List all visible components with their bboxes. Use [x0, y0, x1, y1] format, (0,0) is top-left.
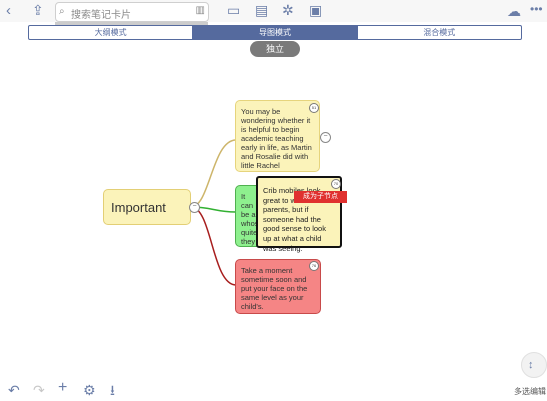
share-icon[interactable]: ⇪ — [32, 2, 44, 18]
open-book-icon[interactable]: ▭ — [227, 2, 241, 18]
settings-icon[interactable]: ⚙ — [83, 382, 96, 398]
redo-icon[interactable]: ↷ — [33, 382, 45, 398]
connector-yellow — [190, 139, 237, 208]
search-placeholder: 搜索笔记卡片 — [71, 10, 131, 21]
connector-red — [190, 206, 237, 286]
node-badge: 51 — [309, 103, 319, 113]
node-collapse-icon[interactable]: − — [320, 132, 331, 143]
layout-icon[interactable]: ▤ — [255, 2, 269, 18]
search-icon: ⌕ — [59, 6, 65, 17]
multi-edit-button[interactable]: 多选编辑 — [514, 387, 546, 396]
child-node-yellow[interactable]: You may be wondering whether it is helpf… — [235, 100, 320, 172]
drop-target-label: 成为子节点 — [294, 191, 347, 203]
cloud-sync-icon[interactable]: ☁ — [507, 3, 521, 19]
segment-hybrid-mode[interactable]: 混合模式 — [356, 26, 521, 39]
slides-icon[interactable]: ▣ — [309, 2, 323, 18]
node-text: It can be a whose quite they — [241, 192, 263, 246]
dragged-card[interactable]: Crib mobiles look great to whole new par… — [256, 176, 342, 253]
book-icon[interactable]: ▥ — [195, 5, 205, 16]
node-text: Take a moment sometime soon and put your… — [241, 266, 308, 311]
undo-icon[interactable]: ↶ — [8, 382, 20, 398]
node-text: You may be wondering whether it is helpf… — [241, 107, 312, 170]
root-node[interactable]: Important — [103, 189, 191, 225]
mindmap-icon[interactable]: ✲ — [282, 2, 294, 18]
view-mode-segmented-control[interactable]: 大纲模式 导图模式 混合模式 — [28, 25, 522, 40]
more-icon[interactable]: ••• — [530, 2, 543, 16]
search-input[interactable]: ⌕ 搜索笔记卡片 ▥ — [55, 2, 209, 22]
scroll-handle-icon: ↕ — [528, 359, 534, 371]
export-icon[interactable]: ⭳ — [110, 382, 115, 398]
node-badge: 76 — [309, 261, 319, 271]
back-icon[interactable]: ‹ — [6, 2, 11, 19]
add-icon[interactable]: + — [58, 379, 68, 396]
independent-pill-button[interactable]: 独立 — [250, 41, 300, 57]
dragged-card-badge: 70 — [331, 179, 341, 189]
segment-outline-mode[interactable]: 大纲模式 — [94, 28, 127, 37]
segment-mindmap-mode[interactable]: 导图模式 — [192, 26, 357, 39]
root-collapse-icon[interactable]: − — [189, 202, 200, 213]
scroll-handle[interactable]: ↕ — [521, 352, 547, 378]
child-node-red[interactable]: Take a moment sometime soon and put your… — [235, 259, 321, 314]
search-underline — [55, 22, 208, 25]
